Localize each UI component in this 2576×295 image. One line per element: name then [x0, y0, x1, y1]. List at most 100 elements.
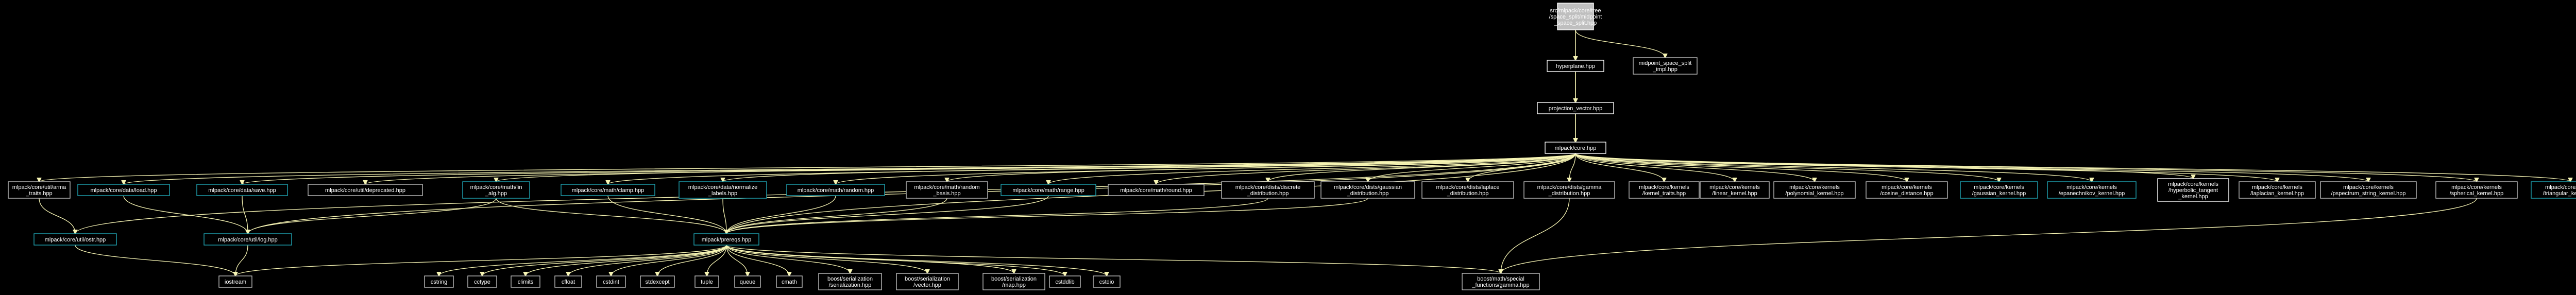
node-label-line: cstring — [431, 279, 447, 285]
node-data_load[interactable]: mlpack/core/data/load.hpp — [77, 184, 170, 196]
edge-normalize_labels-to-prereqs — [722, 198, 726, 234]
node-label-line: tuple — [701, 279, 713, 285]
node-box — [554, 275, 582, 288]
node-discrete_dist[interactable]: mlpack/core/dists/discrete_distribution.… — [1221, 181, 1315, 199]
node-linear_kernel[interactable]: mlpack/core/kernels/linear_kernel.hpp — [1700, 181, 1770, 199]
node-box — [679, 181, 767, 199]
node-pspectrum_kernel[interactable]: mlpack/core/kernels/pspectrum_string_ker… — [2320, 181, 2417, 199]
node-climits[interactable]: climits — [511, 275, 540, 288]
node-label-line: _kernel.hpp — [2178, 194, 2208, 200]
node-math_lin_alg[interactable]: mlpack/core/math/lin_alg.hpp — [462, 181, 530, 199]
node-label-line: /epanechnikov_kernel.hpp — [2059, 190, 2125, 197]
node-box — [2239, 181, 2316, 199]
node-label-line: mlpack/core/kernels — [2252, 184, 2302, 190]
node-hyperbolic_tangent[interactable]: mlpack/core/kernels/hyperbolic_tangent_k… — [2157, 178, 2229, 202]
node-box — [776, 275, 803, 288]
node-stdexcept[interactable]: stdexcept — [640, 275, 675, 288]
node-math_round[interactable]: mlpack/core/math/round.hpp — [1108, 184, 1205, 196]
node-box — [1773, 181, 1856, 199]
node-boost_ser_map[interactable]: boost/serialization/map.hpp — [982, 273, 1045, 290]
edge-core-to-random_basis — [947, 153, 1576, 182]
node-cmath[interactable]: cmath — [776, 275, 803, 288]
node-boost_ser_ser[interactable]: boost/serialization/serialization.hpp — [818, 273, 882, 290]
node-tuple[interactable]: tuple — [694, 275, 719, 288]
node-boost_ser_vec[interactable]: boost/serialization/vector.hpp — [896, 273, 959, 290]
node-label-line: mlpack/core/kernels — [1882, 184, 1932, 190]
node-label-line: mlpack/core/util/deprecated.hpp — [325, 187, 405, 194]
node-box — [511, 275, 540, 288]
edge-spherical_kernel-to-boost_gamma — [1501, 198, 2477, 273]
node-box — [308, 184, 423, 196]
node-box — [734, 275, 761, 288]
node-kernel_traits[interactable]: mlpack/core/kernels/kernel_traits.hpp — [1629, 181, 1700, 199]
node-label-line: _functions/gamma.hpp — [1471, 282, 1529, 288]
node-cctype[interactable]: cctype — [467, 275, 497, 288]
node-label-line: /pspectrum_string_kernel.hpp — [2331, 190, 2406, 197]
node-data_save[interactable]: mlpack/core/data/save.hpp — [196, 184, 288, 196]
node-normalize_labels[interactable]: mlpack/core/data/normalize_labels.hpp — [679, 181, 767, 199]
node-boost_gamma[interactable]: boost/math/special_functions/gamma.hpp — [1462, 273, 1540, 290]
node-polynomial_kernel[interactable]: mlpack/core/kernels/polynomial_kernel.hp… — [1773, 181, 1856, 199]
node-gaussian_kernel[interactable]: mlpack/core/kernels/gaussian_kernel.hpp — [1960, 181, 2038, 199]
node-gaussian_dist[interactable]: mlpack/core/dists/gaussian_distribution.… — [1320, 181, 1415, 199]
node-cstdio[interactable]: cstdio — [1093, 275, 1121, 288]
node-box — [1462, 273, 1540, 290]
node-box — [1049, 275, 1081, 288]
node-cstddlib[interactable]: cstddlib — [1049, 275, 1081, 288]
node-epanechnikov_kernel[interactable]: mlpack/core/kernels/epanechnikov_kernel.… — [2047, 181, 2137, 199]
node-root[interactable]: src/mlpack/core/tree/space_split/midpoin… — [1549, 3, 1602, 30]
node-label-line: midpoint_space_split — [1639, 60, 1692, 66]
node-label-line: /laplacian_kernel.hpp — [2250, 190, 2304, 197]
node-iostream[interactable]: iostream — [218, 275, 252, 288]
node-box — [218, 275, 252, 288]
node-midpoint_impl[interactable]: midpoint_space_split_impl.hpp — [1633, 57, 1698, 75]
node-label-line: mlpack/core/util/ostr.hpp — [45, 237, 106, 243]
node-laplace_dist[interactable]: mlpack/core/dists/laplace_distribution.h… — [1421, 181, 1514, 199]
node-box — [561, 184, 655, 196]
edge-core-to-epanechnikov_kernel — [1575, 153, 2092, 182]
node-log[interactable]: mlpack/core/util/log.hpp — [204, 233, 292, 246]
edge-core-to-math_range — [1048, 153, 1576, 184]
node-box — [596, 275, 626, 288]
node-box — [2435, 181, 2518, 199]
node-math_random[interactable]: mlpack/core/math/random.hpp — [786, 184, 885, 196]
node-random_basis[interactable]: mlpack/core/math/random_basis.hpp — [906, 181, 988, 199]
node-cstdint[interactable]: cstdint — [596, 275, 626, 288]
node-box — [467, 275, 497, 288]
node-label-line: _distribution.hpp — [1447, 190, 1489, 197]
node-label-line: mlpack/core/math/range.hpp — [1012, 187, 1084, 194]
node-box — [982, 273, 1045, 290]
node-core[interactable]: mlpack/core.hpp — [1545, 142, 1606, 154]
node-label-line: mlpack/core/kernels — [1709, 184, 1760, 190]
node-spherical_kernel[interactable]: mlpack/core/kernels/spherical_kernel.hpp — [2435, 181, 2518, 199]
node-ostream[interactable]: mlpack/core/util/ostr.hpp — [33, 233, 117, 246]
node-prereqs[interactable]: mlpack/prereqs.hpp — [693, 233, 759, 246]
node-gamma_dist[interactable]: mlpack/core/dists/gamma_distribution.hpp — [1523, 181, 1615, 199]
node-arma_traits[interactable]: mlpack/core/util/arma_traits.hpp — [8, 181, 71, 199]
node-label-line: _impl.hpp — [1652, 66, 1677, 73]
node-cstring[interactable]: cstring — [424, 275, 454, 288]
node-projection[interactable]: projection_vector.hpp — [1537, 102, 1614, 114]
node-label-line: _distribution.hpp — [1347, 190, 1389, 197]
node-label-line: climits — [518, 279, 534, 285]
node-box — [1547, 60, 1604, 72]
node-box — [640, 275, 675, 288]
node-label-line: hyperplane.hpp — [1556, 63, 1595, 70]
node-box — [1523, 181, 1615, 199]
node-label-line: /triangular_kernel.hpp — [2543, 190, 2576, 197]
node-label-line: mlpack/core/dists/gamma — [1537, 184, 1602, 190]
node-math_range[interactable]: mlpack/core/math/range.hpp — [1001, 184, 1096, 196]
node-cfloat[interactable]: cfloat — [554, 275, 582, 288]
node-cosine_distance[interactable]: mlpack/core/kernels/cosine_distance.hpp — [1866, 181, 1948, 199]
node-queue[interactable]: queue — [734, 275, 761, 288]
edge-prereqs-to-tuple — [707, 245, 727, 276]
node-hyperplane[interactable]: hyperplane.hpp — [1547, 60, 1604, 72]
node-label-line: mlpack/core/kernels — [2343, 184, 2394, 190]
edge-prereqs-to-queue — [726, 245, 748, 276]
node-math_clamp[interactable]: mlpack/core/math/clamp.hpp — [561, 184, 655, 196]
node-box — [786, 184, 885, 196]
edge-core-to-gaussian_dist — [1368, 153, 1576, 182]
node-laplacian_kernel[interactable]: mlpack/core/kernels/laplacian_kernel.hpp — [2239, 181, 2316, 199]
node-triangular_kernel[interactable]: mlpack/core/kernels/triangular_kernel.hp… — [2531, 181, 2576, 199]
node-deprecated[interactable]: mlpack/core/util/deprecated.hpp — [308, 184, 423, 196]
